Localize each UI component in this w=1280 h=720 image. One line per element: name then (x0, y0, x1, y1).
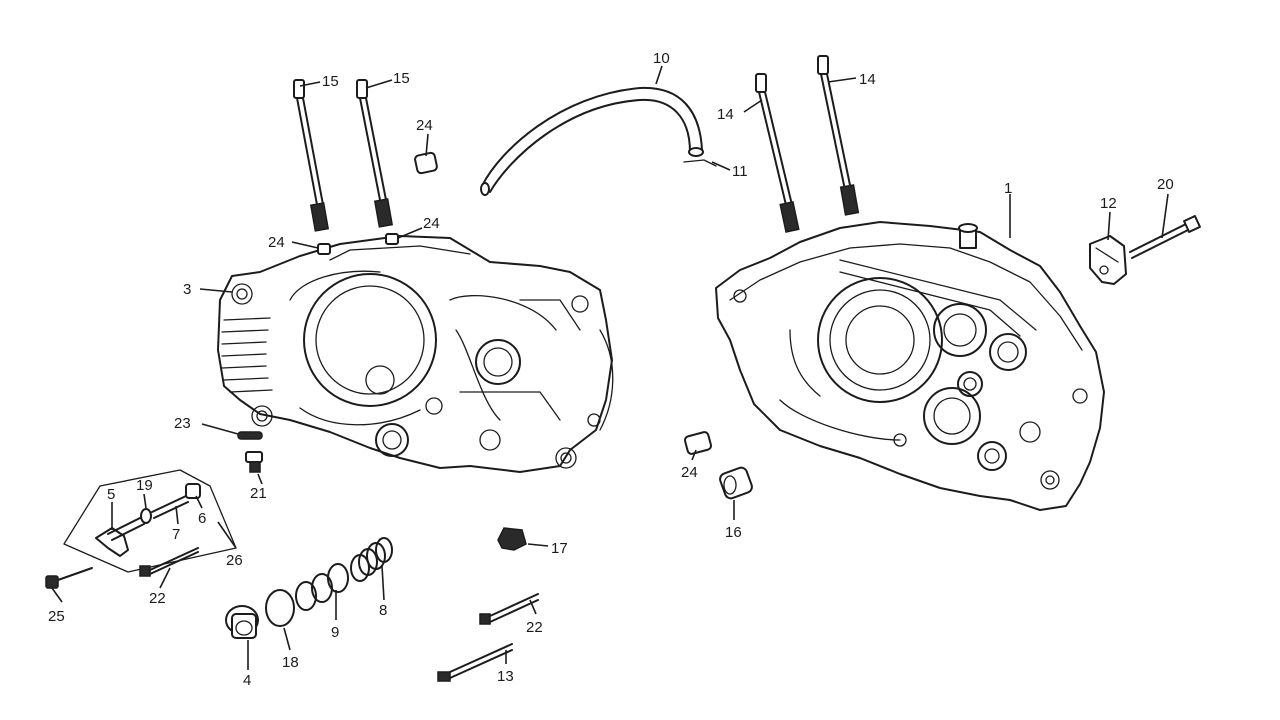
bolt-25 (45, 567, 93, 589)
cooling-fins (221, 317, 273, 393)
callout-26: 26 (226, 552, 243, 569)
callout-25: 25 (48, 608, 65, 625)
stud-14-left (755, 73, 800, 233)
callout-17: 17 (551, 540, 568, 557)
stud-15-right (356, 79, 394, 228)
rubber-cap-17 (497, 527, 527, 551)
callout-24-left: 24 (268, 234, 285, 251)
callout-23: 23 (174, 415, 191, 432)
callout-4: 4 (243, 672, 251, 689)
gasket-18 (265, 589, 295, 627)
callout-1: 1 (1004, 180, 1012, 197)
callout-22-right: 22 (526, 619, 543, 636)
rod-7 (151, 495, 189, 519)
callout-labels: 1 3 4 5 6 7 8 9 10 11 12 13 14 14 15 15 … (48, 50, 1174, 689)
screen-filter-9 (295, 563, 349, 611)
bolt-22-left (139, 547, 199, 577)
callout-20: 20 (1157, 176, 1174, 193)
right-crankcase (715, 221, 1105, 511)
breather-hose (480, 86, 704, 196)
drain-plug-4 (225, 605, 259, 639)
callout-15-right: 15 (393, 70, 410, 87)
spring-8 (350, 537, 393, 582)
callout-14-left: 14 (717, 106, 734, 123)
leader-lines (51, 65, 1169, 670)
dowel-24-b (385, 233, 399, 245)
callout-8: 8 (379, 602, 387, 619)
dowel-24-a (317, 243, 331, 255)
bracket (1089, 235, 1127, 285)
bolt-13 (437, 643, 513, 682)
bolt-21 (245, 451, 263, 473)
callout-24-right: 24 (681, 464, 698, 481)
callout-24-top: 24 (416, 117, 433, 134)
spring-23 (237, 431, 263, 440)
left-crankcase (217, 235, 614, 473)
callout-7: 7 (172, 526, 180, 543)
callout-11: 11 (732, 163, 748, 180)
stud-15-left (293, 79, 330, 232)
callout-18: 18 (282, 654, 299, 671)
callout-15-left: 15 (322, 73, 339, 90)
dowel-24-c (683, 431, 713, 455)
callout-10: 10 (653, 50, 670, 67)
bolt-22-right (479, 593, 539, 625)
shaft-5 (95, 517, 145, 557)
oil-seal-16 (719, 466, 753, 500)
callout-12: 12 (1100, 195, 1117, 212)
bolt-20 (1129, 215, 1201, 259)
callout-24-mid: 24 (423, 215, 440, 232)
callout-14-right: 14 (859, 71, 876, 88)
callout-19: 19 (136, 477, 153, 494)
callout-13: 13 (497, 668, 514, 685)
callout-6: 6 (198, 510, 206, 527)
dowel-24-top (414, 151, 438, 175)
callout-5: 5 (107, 486, 115, 503)
callout-22-left: 22 (149, 590, 166, 607)
callout-16: 16 (725, 524, 742, 541)
stud-14-right (817, 55, 860, 216)
hose-clip (683, 159, 717, 167)
callout-3: 3 (183, 281, 191, 298)
cap-6 (185, 483, 201, 499)
oring-19 (140, 508, 152, 524)
callout-21: 21 (250, 485, 267, 502)
callout-9: 9 (331, 624, 339, 641)
